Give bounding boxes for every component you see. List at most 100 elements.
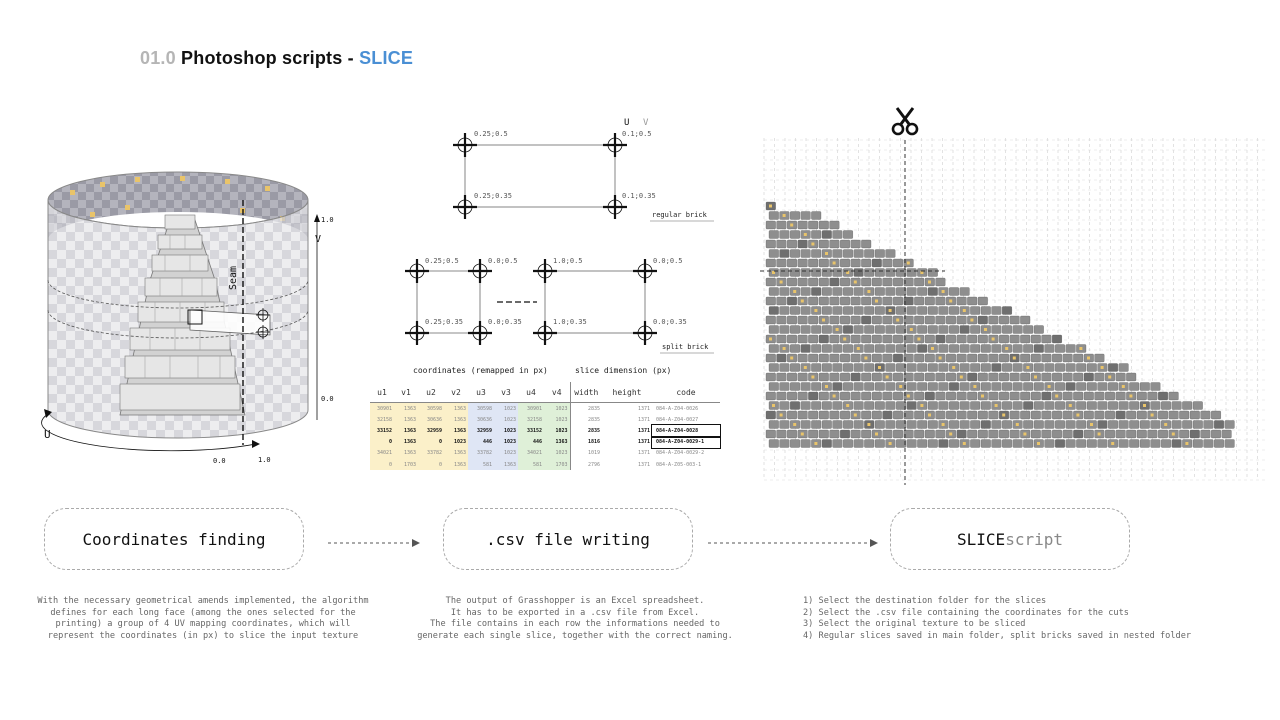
slice-brick xyxy=(800,325,811,334)
table-cell: 32158 xyxy=(518,414,544,426)
slice-brick xyxy=(1094,410,1105,420)
slice-brick xyxy=(959,287,970,296)
slice-brick xyxy=(999,429,1009,439)
step-2-desc-line: The output of Grasshopper is an Excel sp… xyxy=(445,596,705,606)
slice-brick xyxy=(818,277,829,287)
texture-tile xyxy=(1090,423,1093,426)
slice-brick xyxy=(1158,410,1168,420)
step-1-label: Coordinates finding xyxy=(82,529,266,549)
slice-brick xyxy=(797,410,808,420)
slice-brick xyxy=(935,429,946,439)
slice-brick xyxy=(818,334,829,344)
table-cell: 446 xyxy=(468,436,494,448)
slice-brick xyxy=(843,420,853,429)
slice-brick xyxy=(787,391,797,401)
slice-brick xyxy=(924,391,935,401)
table-cell: 1019 xyxy=(569,447,602,459)
slice-brick xyxy=(832,363,843,372)
slice-brick xyxy=(906,344,917,353)
slice-brick xyxy=(959,420,970,429)
slice-brick xyxy=(800,211,811,220)
slice-brick xyxy=(1062,429,1073,439)
slice-brick xyxy=(988,372,999,382)
table-cell: 1363 xyxy=(444,458,468,471)
slice-brick xyxy=(1192,420,1203,429)
slice-brick xyxy=(790,344,800,353)
slice-brick xyxy=(1033,344,1044,353)
slice-brick xyxy=(768,439,779,448)
slice-brick xyxy=(811,420,822,429)
table-cell: 1371 xyxy=(637,450,650,457)
slice-brick xyxy=(843,344,853,353)
slice-brick xyxy=(800,306,811,315)
texture-tile xyxy=(822,318,825,322)
slice-brick xyxy=(843,306,853,315)
slice-brick xyxy=(999,353,1009,363)
table-cell: 32959 xyxy=(468,425,494,437)
slice-brick xyxy=(843,382,853,391)
texture-tile xyxy=(941,423,945,426)
slice-brick xyxy=(959,363,970,372)
regular-tl-label: 0.25;0.5 xyxy=(474,130,508,138)
slice-brick xyxy=(829,239,840,249)
slice-brick xyxy=(818,296,829,306)
slice-brick xyxy=(949,439,959,448)
step-csv-file-writing: .csv file writing xyxy=(443,508,693,570)
slice-brick xyxy=(956,353,967,363)
slice-brick xyxy=(1065,344,1076,353)
slice-brick xyxy=(1012,325,1023,334)
slice-brick xyxy=(808,353,819,363)
slice-brick xyxy=(1009,315,1020,325)
slice-brick xyxy=(1002,439,1012,448)
slice-brick xyxy=(1097,420,1108,429)
slice-brick xyxy=(1055,420,1065,429)
step-1-desc-line: printing) a group of 4 UV mapping coordi… xyxy=(55,619,351,630)
slice-brick xyxy=(927,401,938,410)
texture-tile xyxy=(984,328,987,331)
slice-brick xyxy=(977,334,988,344)
slice-brick xyxy=(1033,363,1044,372)
title-highlight: SLICE xyxy=(359,48,414,68)
slice-brick xyxy=(1086,382,1097,391)
slice-brick xyxy=(864,325,875,334)
table-cell: 084-A-Z05-003-1 xyxy=(656,461,702,468)
slice-brick xyxy=(790,401,800,410)
table-header-row: u1 v1 u2 v2 u3 v3 u4 v4 width height cod… xyxy=(370,382,720,403)
slice-brick xyxy=(797,372,808,382)
table-cell: 1363 xyxy=(444,425,468,437)
slice-brick xyxy=(1033,382,1044,391)
slice-brick xyxy=(840,315,850,325)
slice-brick xyxy=(903,296,914,306)
slice-brick xyxy=(1044,344,1055,353)
slice-brick xyxy=(949,287,959,296)
slice-brick xyxy=(917,306,928,315)
texture-tile xyxy=(814,442,818,445)
slice-brick xyxy=(914,315,925,325)
table-cell: 1363 xyxy=(444,447,468,459)
slice-brick xyxy=(946,334,956,344)
slice-brick xyxy=(864,401,875,410)
slice-brick xyxy=(893,277,903,287)
slice-brick xyxy=(832,382,843,391)
slice-brick xyxy=(970,363,981,372)
table-cell: 1363 xyxy=(444,414,468,426)
texture-tile xyxy=(864,356,868,360)
slice-brick xyxy=(935,410,946,420)
slice-brick xyxy=(1118,401,1129,410)
title-text: Photoshop scripts - xyxy=(181,48,360,68)
table-cell: 2796 xyxy=(569,458,602,471)
slice-brick xyxy=(946,353,956,363)
slice-brick xyxy=(1055,401,1065,410)
slice-brick xyxy=(970,420,981,429)
slice-brick xyxy=(797,334,808,344)
texture-tile xyxy=(825,385,828,388)
slice-brick xyxy=(1073,372,1084,382)
slice-brick xyxy=(790,306,800,315)
col-u4: u4 xyxy=(518,382,544,403)
texture-tile xyxy=(793,423,797,426)
table-cell: 1371 xyxy=(637,461,650,468)
slice-brick xyxy=(885,382,896,391)
slice-brick xyxy=(938,306,949,315)
slice-brick xyxy=(1126,429,1137,439)
slice-brick xyxy=(797,220,808,230)
